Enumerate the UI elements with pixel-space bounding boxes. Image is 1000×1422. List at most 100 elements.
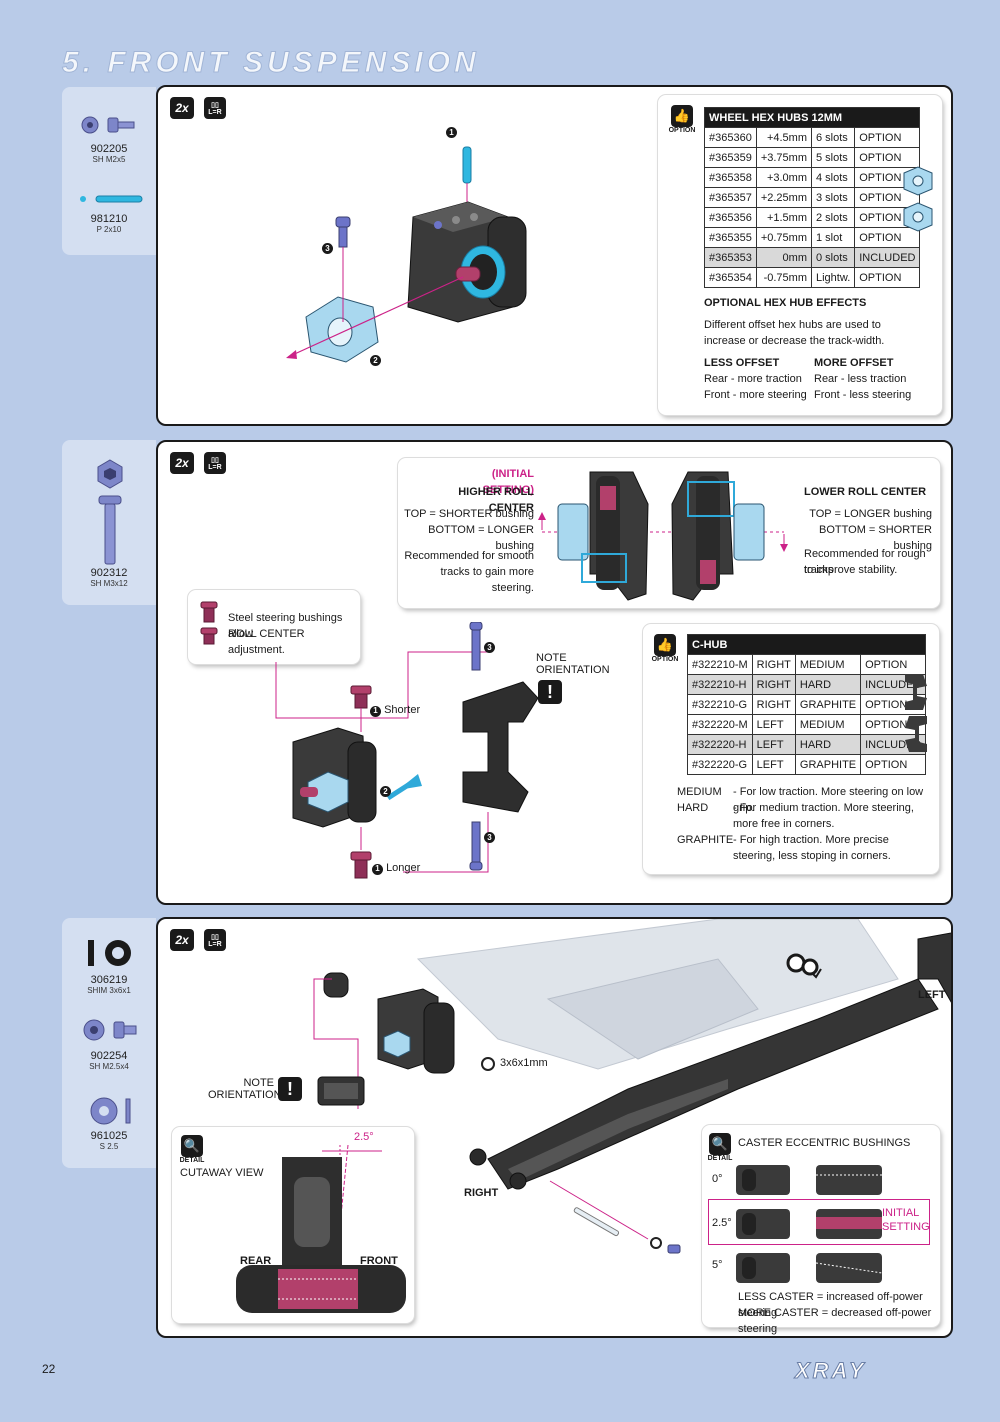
shim-label: 3x6x1mm — [500, 1057, 548, 1069]
washer-icon — [90, 1097, 131, 1125]
angle-label: 2.5° — [354, 1131, 374, 1143]
material-desc: - For medium traction. More steering, mo… — [733, 802, 914, 830]
lower-roll-line: TOP = LONGER bushing — [809, 508, 932, 520]
material-desc: - For high traction. More precise steeri… — [733, 834, 891, 862]
callout-3: 3 — [484, 832, 495, 843]
note-orientation-label: ORIENTATION — [208, 1089, 282, 1101]
lower-roll-line: BOTTOM = SHORTER bushing — [819, 524, 932, 552]
hex-hub-option-box: 👍OPTION WHEEL HEX HUBS 12MM #365360+4.5m… — [658, 95, 942, 415]
note-orientation-label: ORIENTATION — [536, 664, 610, 676]
initial-setting-label: SETTING — [882, 1221, 930, 1233]
table-header: C-HUB — [686, 634, 927, 655]
higher-roll-line: BOTTOM = LONGER bushing — [428, 524, 534, 552]
callout-1: 1 — [446, 127, 457, 138]
material-key: GRAPHITE — [677, 834, 734, 846]
less-offset-line: Rear - more traction — [704, 373, 802, 385]
quantity-badge: 2x — [170, 97, 194, 119]
higher-roll-title: HIGHER ROLL CENTER — [458, 486, 534, 514]
detail-gears-icon — [786, 953, 822, 979]
left-right-same-icon: ▯▯L=R — [204, 452, 226, 474]
screw-m2.5x4-icon — [83, 1019, 137, 1041]
note-orientation-label: NOTE — [243, 1077, 274, 1089]
page-title: 5. FRONT SUSPENSION — [62, 46, 480, 80]
steel-bushing-note: Steel steering bushings allow ROLL CENTE… — [188, 590, 360, 664]
detail-icon: 🔍DETAIL — [706, 1133, 734, 1162]
effects-title: OPTIONAL HEX HUB EFFECTS — [704, 297, 867, 309]
caster-setting-0: 0° — [712, 1173, 723, 1185]
material-key: MEDIUM — [677, 786, 722, 798]
left-side-label: LEFT — [918, 989, 946, 1001]
hex-hub-thumbnails-icon — [903, 166, 933, 232]
higher-roll-line: TOP = SHORTER bushing — [404, 508, 534, 520]
steel-note-line: Steel steering bushings allow — [228, 612, 343, 640]
step3-panel: 2x ▯▯L=R 3x6x1mm NOTE ORIENTATION ! LEFT… — [156, 917, 953, 1338]
left-right-same-icon: ▯▯L=R — [204, 929, 226, 951]
shim-icon — [88, 940, 131, 966]
table-header: WHEEL HEX HUBS 12MM — [703, 107, 921, 128]
c-hub-assembly-illustration — [275, 622, 539, 879]
brand-logo: XRAY — [795, 1358, 867, 1384]
front-arm-assembly-illustration — [313, 919, 951, 1254]
screw-m3x12-icon — [97, 459, 123, 565]
material-desc: - For low traction. More steering on low… — [733, 786, 924, 814]
quantity-badge: 2x — [170, 929, 194, 951]
lower-roll-note: Recommended for rough tracks — [804, 548, 926, 576]
caster-bushings-box: 🔍DETAIL CASTER ECCENTRIC BUSHINGS 0° 2.5… — [702, 1125, 940, 1335]
higher-roll-note: tracks to gain more steering. — [440, 566, 534, 594]
initial-setting-label: INITIAL — [882, 1207, 920, 1219]
longer-label: 1 Longer — [372, 860, 420, 876]
more-offset-line: Front - less steering — [814, 389, 912, 401]
caster-note: LESS CASTER = increased off-power steeri… — [738, 1291, 923, 1319]
steel-note-line: ROLL CENTER adjustment. — [228, 628, 305, 656]
warning-icon: ! — [538, 680, 562, 704]
caster-title: CASTER ECCENTRIC BUSHINGS — [738, 1137, 911, 1149]
material-key: HARD — [677, 802, 709, 814]
bushing-icon — [200, 601, 218, 645]
option-thumb-icon: 👍OPTION — [651, 634, 679, 663]
higher-roll-note: Recommended for smooth — [404, 550, 534, 562]
page-number: 22 — [42, 1362, 56, 1376]
left-right-same-icon: ▯▯L=R — [204, 97, 226, 119]
right-side-label: RIGHT — [464, 1187, 499, 1199]
shorter-label: 1 Shorter — [370, 702, 420, 718]
rear-label: REAR — [240, 1255, 272, 1267]
step2-panel: 2x ▯▯L=R (INITIAL SETTING) HIGHER ROLL C… — [156, 440, 953, 905]
lower-roll-note: to improve stability. — [804, 564, 898, 576]
front-label: FRONT — [360, 1255, 398, 1267]
more-offset-title: MORE OFFSET — [814, 357, 894, 369]
callout-2: 2 — [370, 355, 381, 366]
lower-roll-title: LOWER ROLL CENTER — [804, 486, 927, 498]
detail-icon: 🔍DETAIL — [178, 1135, 206, 1164]
c-hub-thumbnails-icon — [905, 674, 927, 752]
callout-3: 3 — [322, 243, 333, 254]
step1-panel: 2x ▯▯L=R 1 2 3 👍OPTION WHEEL HEX HUBS 12… — [156, 85, 953, 426]
caster-note: MORE CASTER = decreased off-power steeri… — [738, 1307, 932, 1335]
initial-setting-frame — [708, 1199, 930, 1245]
more-offset-line: Rear - less traction — [814, 373, 907, 385]
roll-center-illustration — [538, 471, 788, 601]
less-offset-line: Front - more steering — [704, 389, 807, 401]
initial-setting-label: (INITIAL SETTING) — [482, 468, 534, 496]
note-orientation-label: NOTE — [536, 652, 567, 664]
